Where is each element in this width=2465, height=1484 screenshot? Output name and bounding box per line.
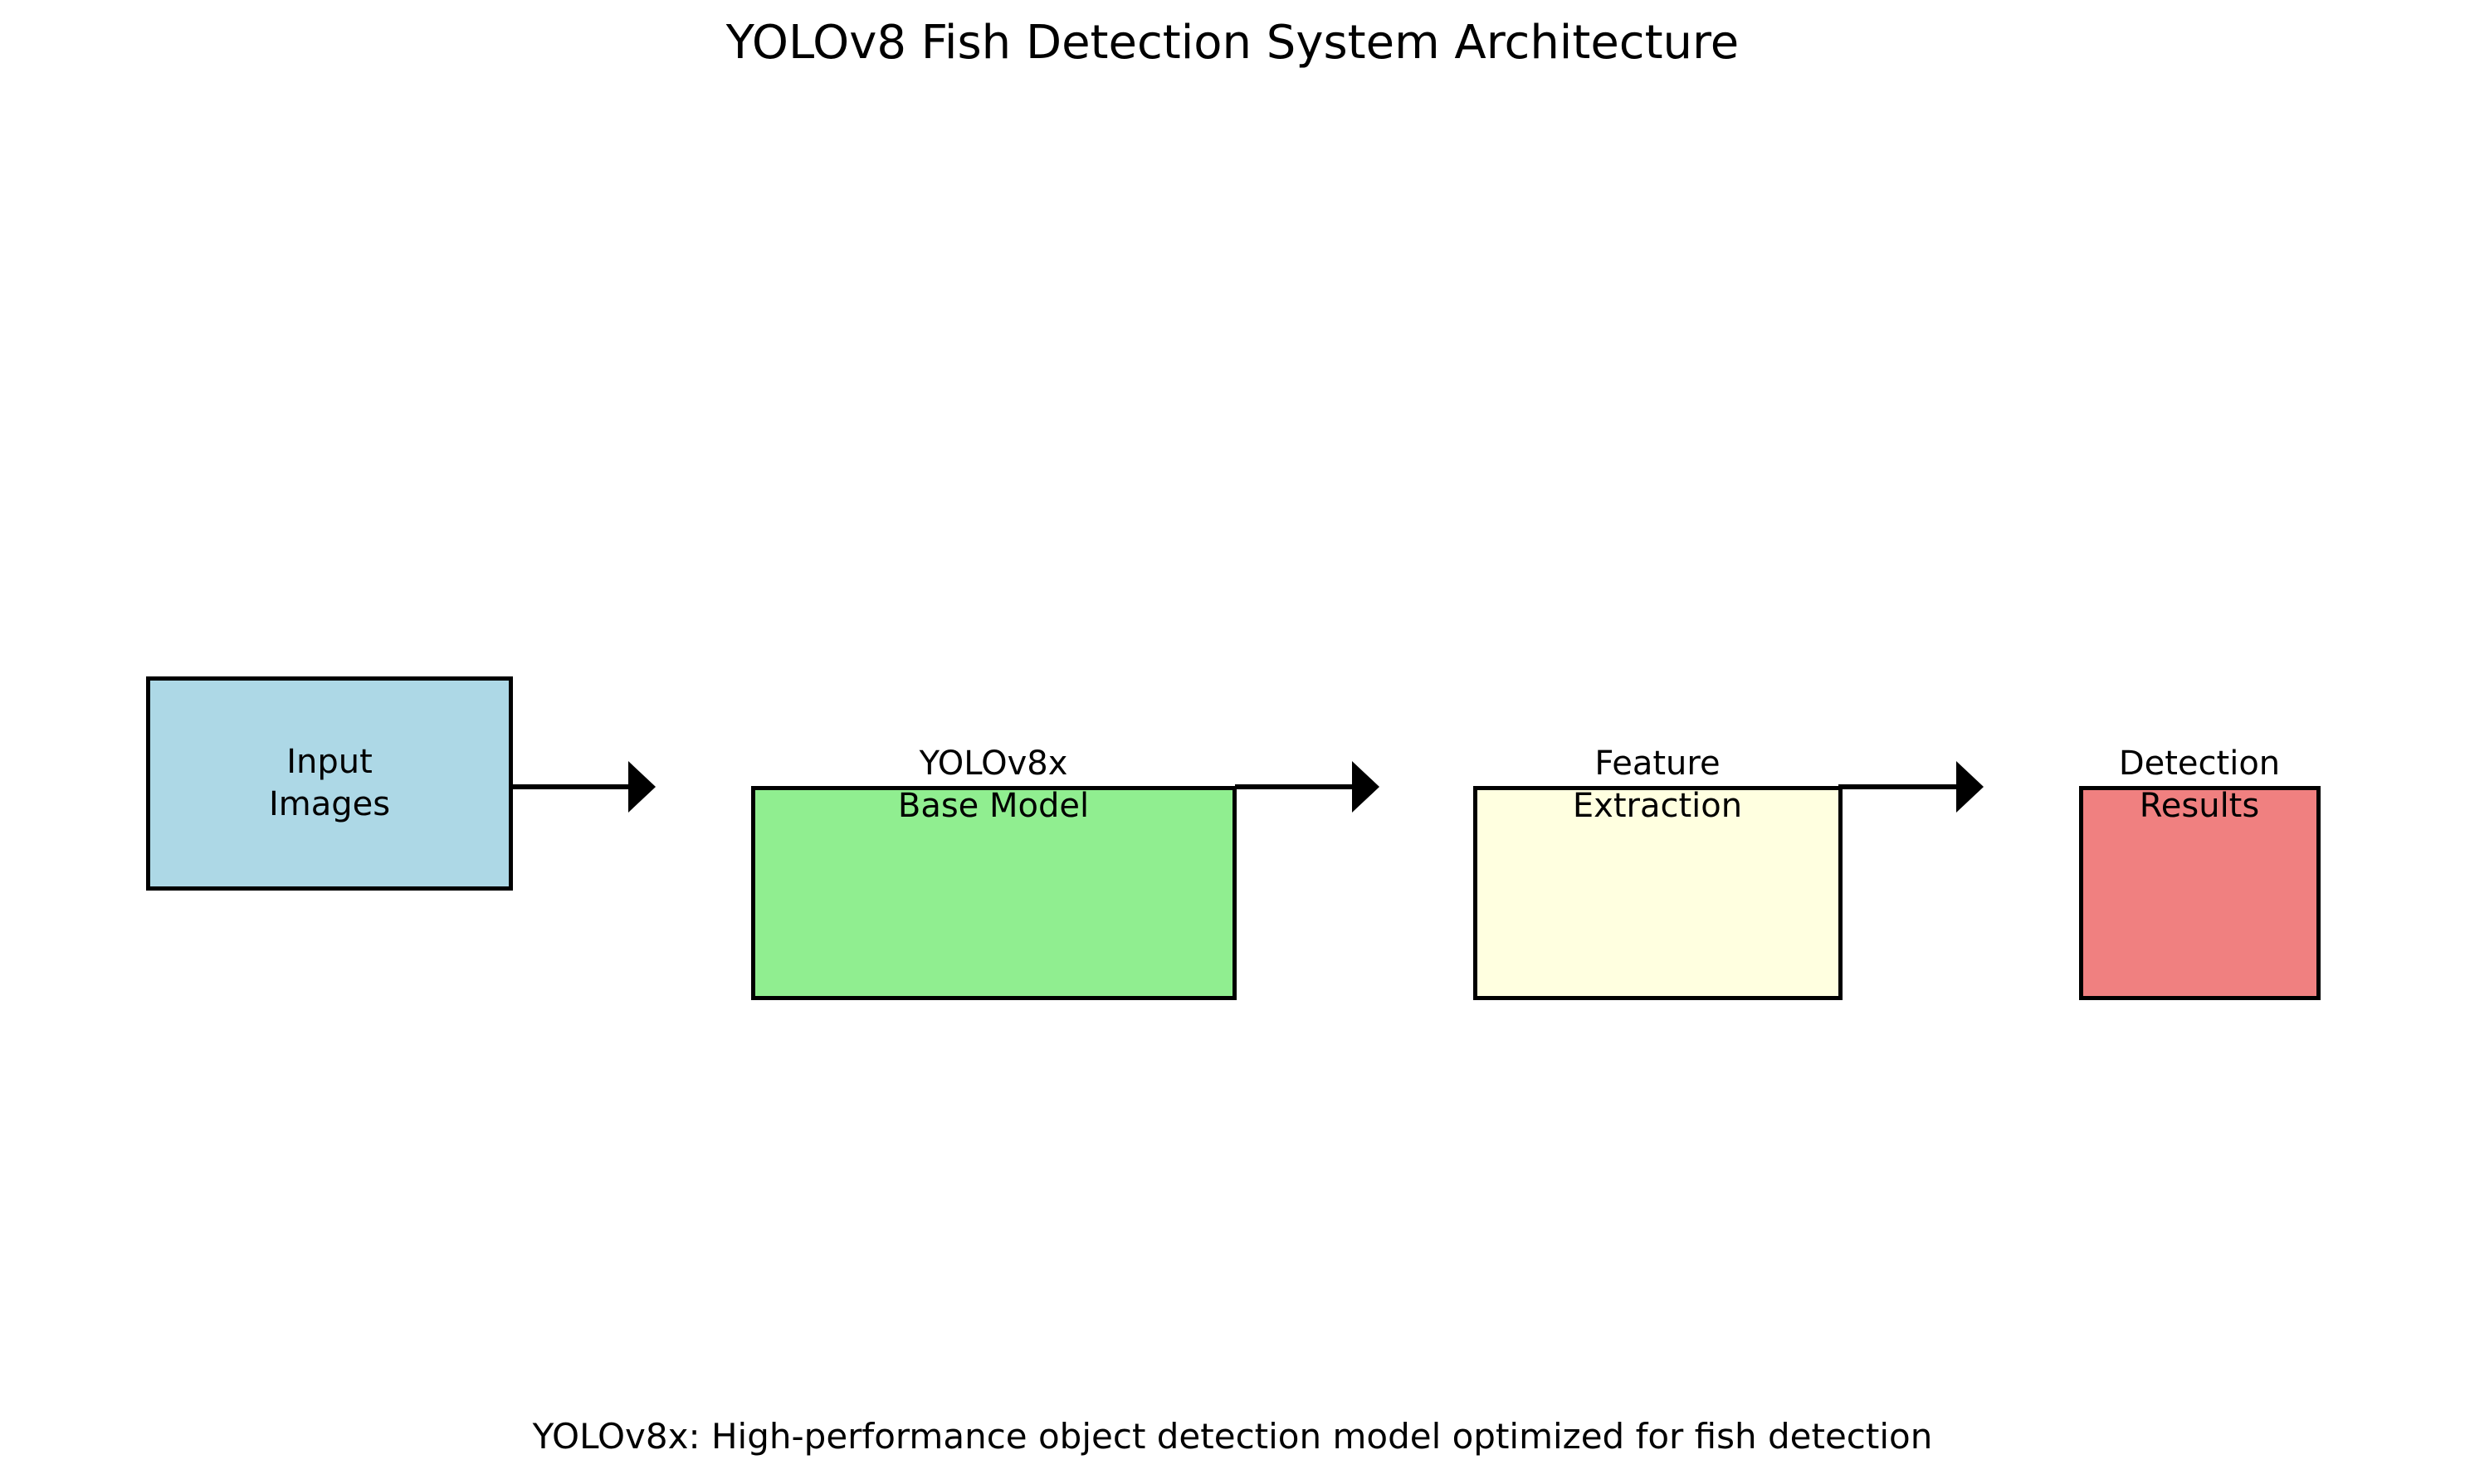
box-yolov8x-base-model-label: YOLOv8x Base Model <box>898 743 1089 827</box>
label-line: YOLOv8x <box>919 744 1068 783</box>
box-feature-extraction-label: Feature Extraction <box>1573 743 1742 827</box>
arrow-2-shaft <box>1235 784 1352 789</box>
label-line: Input <box>286 743 373 781</box>
box-detection-results-label: Detection Results <box>2119 743 2280 827</box>
label-line: Images <box>268 785 391 823</box>
label-line: Extraction <box>1572 787 1743 825</box>
label-line: Feature <box>1594 744 1721 783</box>
label-line: Base Model <box>897 787 1090 825</box>
box-detection-results <box>2079 786 2321 1000</box>
arrow-3-shaft <box>1838 784 1956 789</box>
arrow-1-shaft <box>513 784 628 789</box>
box-yolov8x-base-model <box>751 786 1237 1000</box>
box-input-images <box>146 676 513 891</box>
arrow-2-right-arrow-icon <box>1352 761 1379 813</box>
diagram-title: YOLOv8 Fish Detection System Architectur… <box>725 16 1740 70</box>
label-line: Results <box>2139 787 2260 825</box>
arrow-3-right-arrow-icon <box>1956 761 1984 813</box>
box-input-images-label: Input Images <box>269 741 390 826</box>
box-feature-extraction <box>1473 786 1843 1000</box>
arrow-1-right-arrow-icon <box>628 761 656 813</box>
label-line: Detection <box>2118 744 2281 783</box>
diagram-caption: YOLOv8x: High-performance object detecti… <box>532 1416 1933 1457</box>
